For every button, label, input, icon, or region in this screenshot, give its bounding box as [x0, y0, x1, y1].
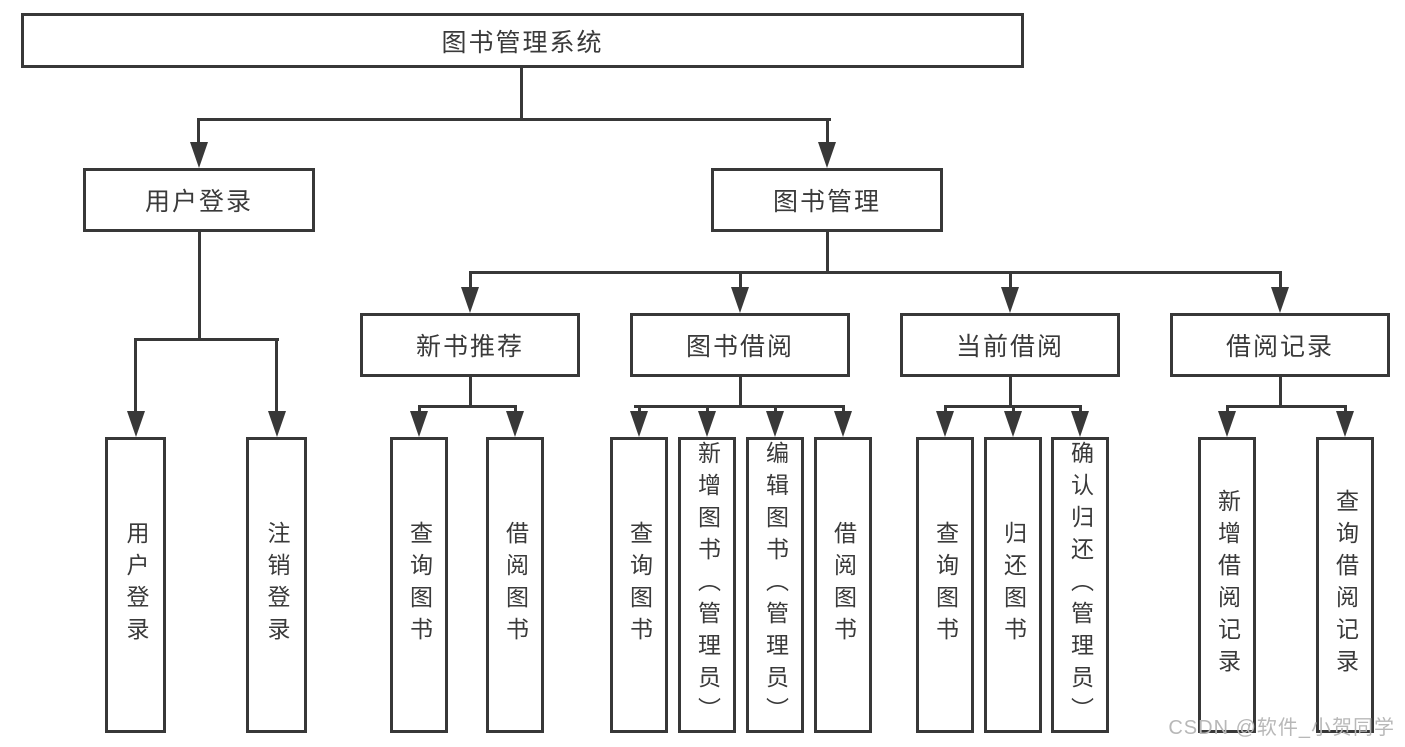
- connector-book-management-stem: [826, 232, 829, 274]
- arrowhead-down-icon: [1336, 411, 1354, 437]
- node-current-borrowing: 当前借阅: [900, 313, 1120, 377]
- leaf-recommend-borrow-books: 借阅图书: [486, 437, 544, 733]
- leaf-records-add-borrow-record: 新增借阅记录: [1198, 437, 1256, 733]
- csdn-watermark: CSDN @软件_小贺同学: [1168, 717, 1395, 739]
- connector-root-bar: [197, 118, 831, 121]
- arrowhead-down-icon: [190, 142, 208, 168]
- connector-leaf-drop: [944, 405, 947, 413]
- connector-leaf-drop: [842, 405, 845, 413]
- arrowhead-down-icon: [410, 411, 428, 437]
- connector-leaf-drop: [1226, 405, 1229, 413]
- node-book-borrowing: 图书借阅: [630, 313, 850, 377]
- arrowhead-down-icon: [1001, 287, 1019, 313]
- arrowhead-down-icon: [506, 411, 524, 437]
- arrowhead-down-icon: [461, 287, 479, 313]
- node-book-management: 图书管理: [711, 168, 943, 232]
- connector-recommendation-bar: [418, 405, 517, 408]
- connector-leaf-drop: [706, 405, 709, 413]
- leaf-current-confirm-return-admin: 确认归还（管理员）: [1051, 437, 1109, 733]
- connector-to-borrowing-records: [1279, 271, 1282, 289]
- connector-to-current-borrowing: [1009, 271, 1012, 289]
- connector-borrowing-stem: [739, 377, 742, 408]
- leaf-user-login: 用户登录: [105, 437, 166, 733]
- arrowhead-down-icon: [731, 287, 749, 313]
- connector-book-management-bar: [469, 271, 1282, 274]
- connector-leaf-drop: [774, 405, 777, 413]
- arrowhead-down-icon: [1004, 411, 1022, 437]
- connector-leaf-drop: [1012, 405, 1015, 413]
- leaf-borrowing-add-books-admin: 新增图书（管理员）: [678, 437, 736, 733]
- connector-leaf-drop: [514, 405, 517, 413]
- arrowhead-down-icon: [698, 411, 716, 437]
- connector-recommendation-stem: [469, 377, 472, 408]
- leaf-logout: 注销登录: [246, 437, 307, 733]
- connector-leaf-drop: [1344, 405, 1347, 413]
- leaf-recommend-query-books: 查询图书: [390, 437, 448, 733]
- connector-to-leaf-user-login: [134, 338, 137, 413]
- node-library-management-system: 图书管理系统: [21, 13, 1024, 68]
- leaf-current-query-books: 查询图书: [916, 437, 974, 733]
- arrowhead-down-icon: [1271, 287, 1289, 313]
- connector-to-book-management: [826, 118, 829, 144]
- node-new-book-recommendation: 新书推荐: [360, 313, 580, 377]
- arrowhead-down-icon: [936, 411, 954, 437]
- connector-borrowing-bar: [634, 405, 845, 408]
- connector-current-stem: [1009, 377, 1012, 408]
- connector-leaf-drop: [638, 405, 641, 413]
- connector-records-bar: [1226, 405, 1347, 408]
- arrowhead-down-icon: [268, 411, 286, 437]
- arrowhead-down-icon: [766, 411, 784, 437]
- connector-records-stem: [1279, 377, 1282, 408]
- arrowhead-down-icon: [1218, 411, 1236, 437]
- connector-to-book-borrowing: [739, 271, 742, 289]
- leaf-borrowing-borrow-books: 借阅图书: [814, 437, 872, 733]
- arrowhead-down-icon: [127, 411, 145, 437]
- arrowhead-down-icon: [630, 411, 648, 437]
- node-borrowing-records: 借阅记录: [1170, 313, 1390, 377]
- connector-user-login-bar: [134, 338, 279, 341]
- leaf-records-query-borrow-record: 查询借阅记录: [1316, 437, 1374, 733]
- connector-to-new-book-recommendation: [469, 271, 472, 289]
- arrowhead-down-icon: [834, 411, 852, 437]
- leaf-borrowing-edit-books-admin: 编辑图书（管理员）: [746, 437, 804, 733]
- connector-root-stem: [520, 68, 523, 121]
- connector-to-leaf-logout: [275, 338, 278, 413]
- connector-user-login-stem: [198, 232, 201, 341]
- connector-leaf-drop: [1079, 405, 1082, 413]
- leaf-current-return-books: 归还图书: [984, 437, 1042, 733]
- node-user-login: 用户登录: [83, 168, 315, 232]
- arrowhead-down-icon: [818, 142, 836, 168]
- connector-leaf-drop: [418, 405, 421, 413]
- leaf-borrowing-query-books: 查询图书: [610, 437, 668, 733]
- arrowhead-down-icon: [1071, 411, 1089, 437]
- connector-to-user-login: [197, 118, 200, 144]
